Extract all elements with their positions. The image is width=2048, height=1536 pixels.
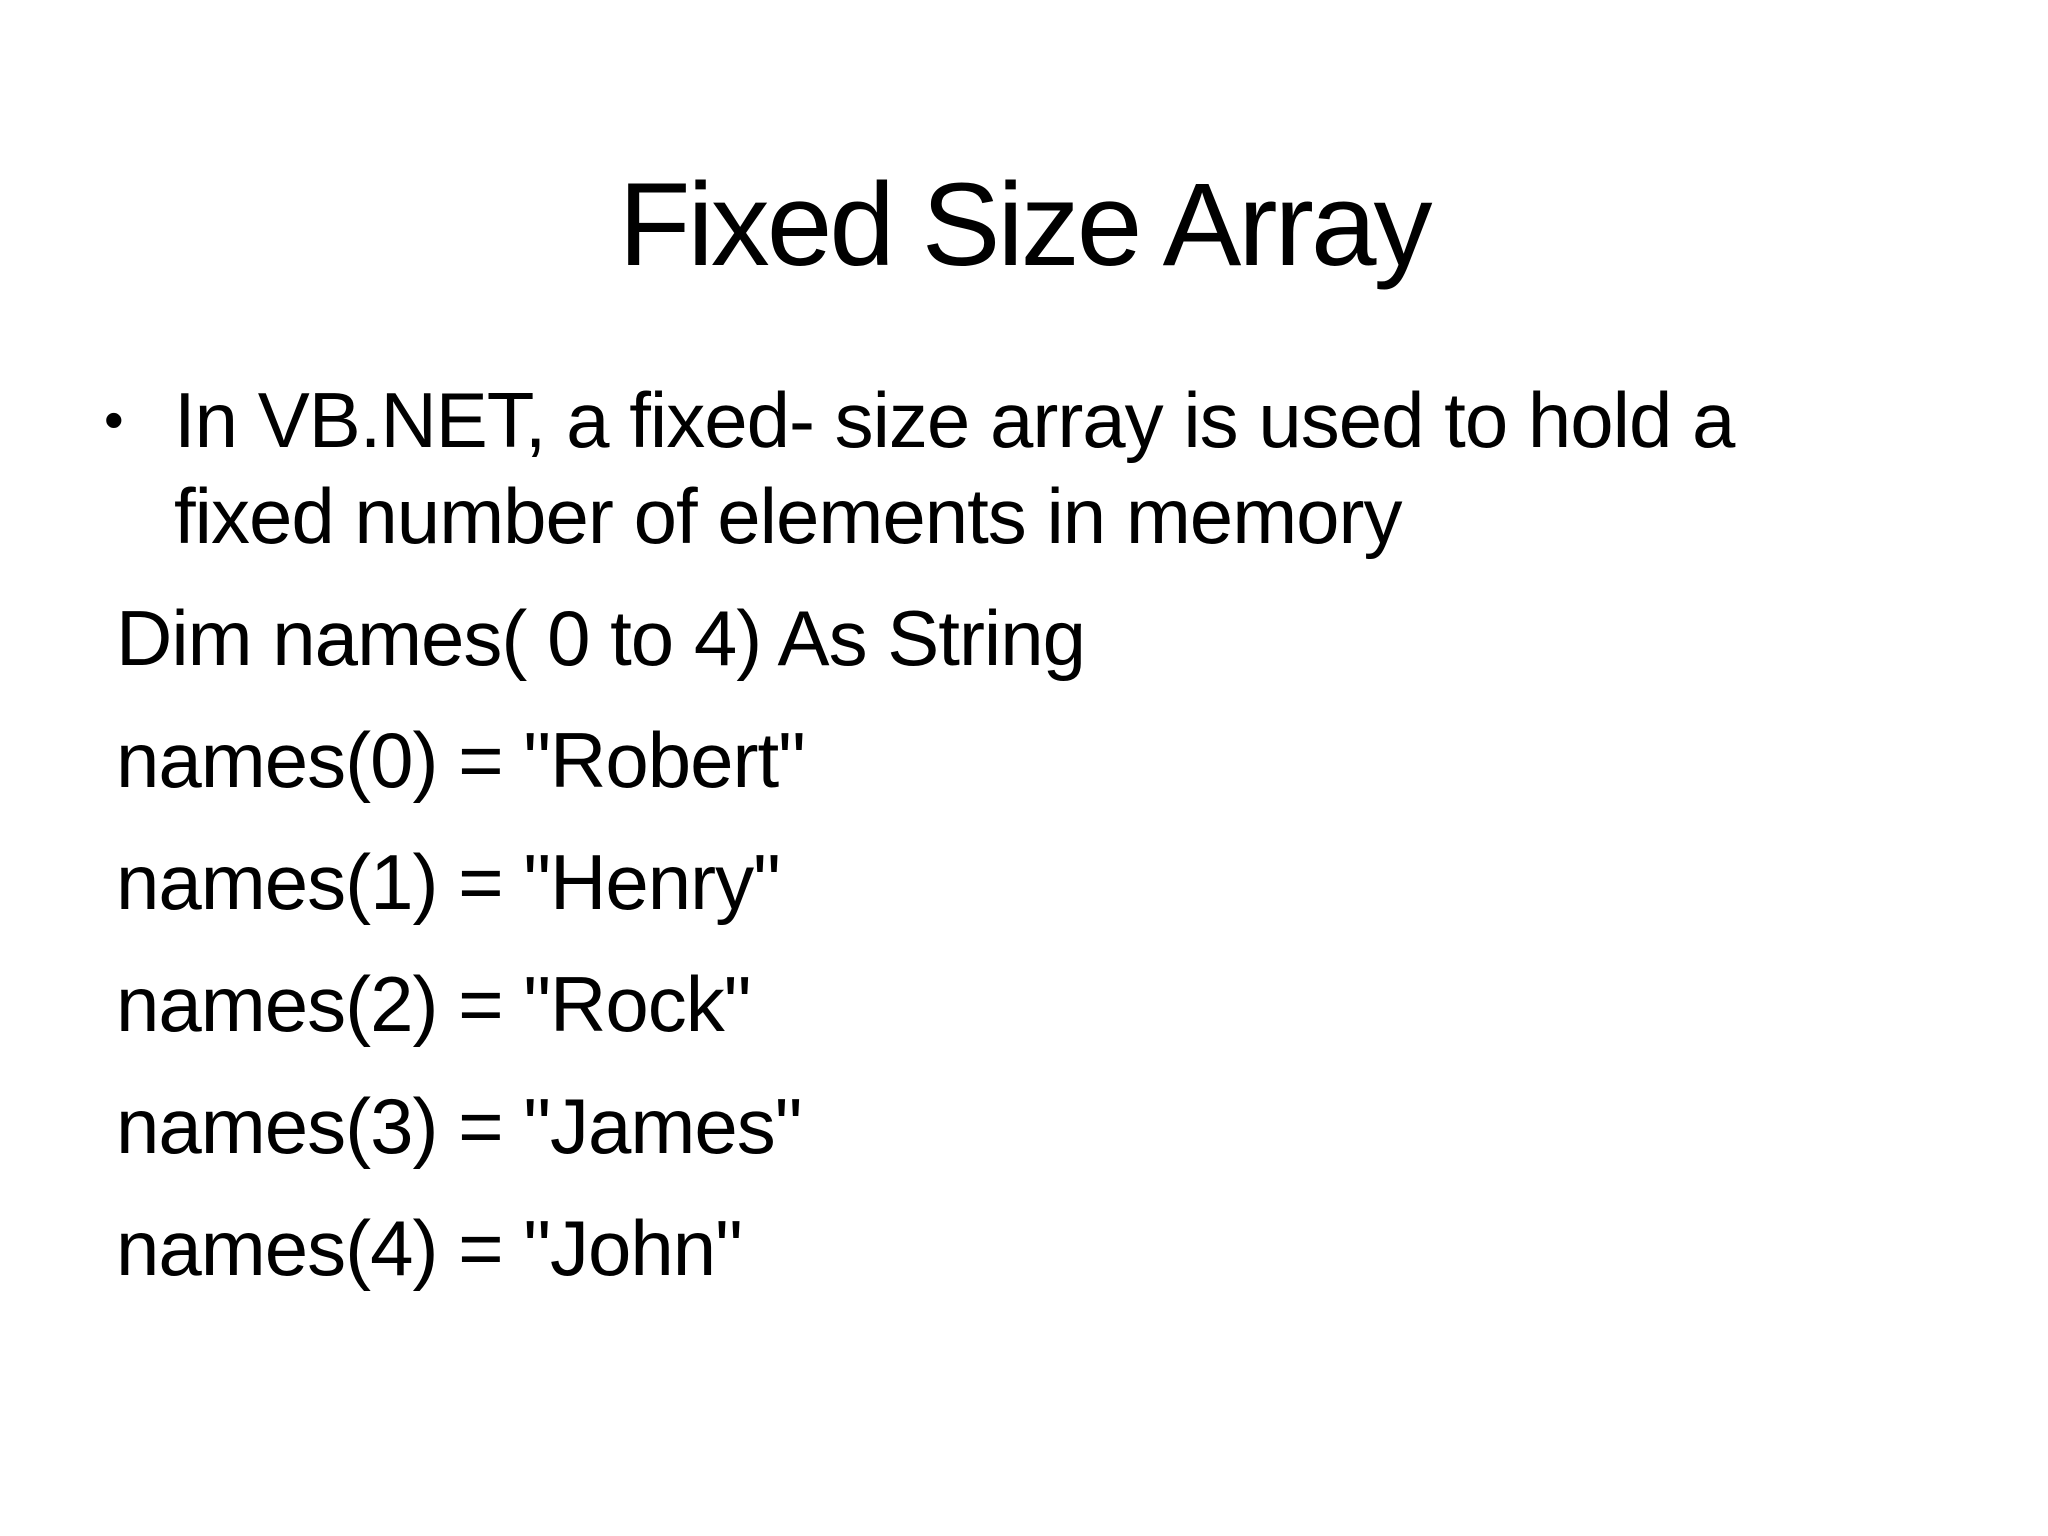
code-block: Dim names( 0 to 4) As String names(0) = …: [0, 590, 2048, 1296]
bullet-marker: •: [104, 388, 124, 451]
slide-body: • In VB.NET, a fixed- size array is used…: [0, 372, 2048, 1296]
page-title: Fixed Size Array: [618, 159, 1432, 292]
bullet-text: In VB.NET, a fixed- size array is used t…: [174, 376, 1735, 560]
code-line-dim-declaration: Dim names( 0 to 4) As String: [116, 594, 1086, 682]
code-line-names-0: names(0) = "Robert": [116, 716, 806, 804]
code-line-names-3: names(3) = "James": [116, 1082, 802, 1170]
code-line-names-4: names(4) = "John": [116, 1204, 743, 1292]
bullet-item: • In VB.NET, a fixed- size array is used…: [0, 372, 2048, 564]
code-line-names-2: names(2) = "Rock": [116, 960, 751, 1048]
code-line-names-1: names(1) = "Henry": [116, 838, 781, 926]
